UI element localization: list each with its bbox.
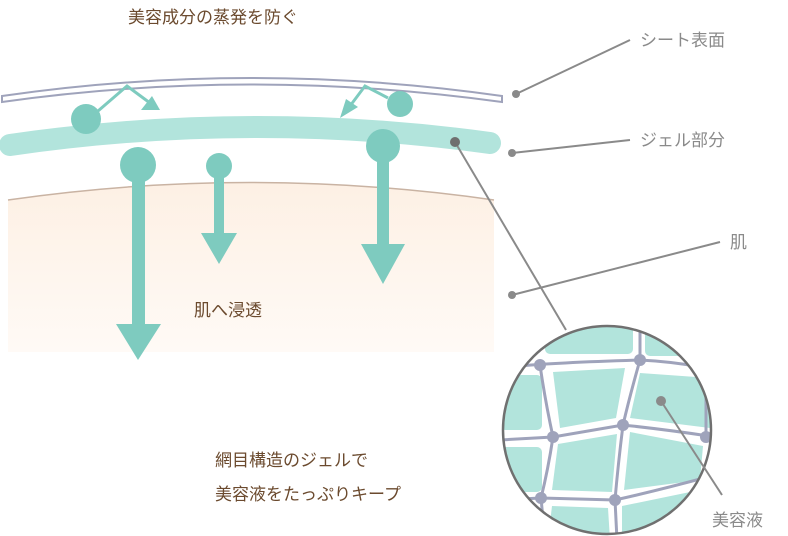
penetration-arrow-small	[201, 153, 237, 264]
caption-line-2: 美容液をたっぷりキープ	[215, 485, 401, 505]
penetration-text: 肌へ浸透	[194, 301, 262, 321]
evaporation-arrow-left	[71, 84, 160, 134]
label-skin: 肌	[730, 233, 747, 253]
label-gel-part: ジェル部分	[640, 131, 725, 151]
leader-lines	[450, 39, 721, 331]
evaporation-arrow-right	[340, 84, 413, 118]
skin-layer	[8, 182, 494, 352]
label-sheet-surface: シート表面	[640, 31, 725, 51]
sheet-surface	[0, 77, 503, 104]
label-serum: 美容液	[712, 511, 763, 531]
magnified-gel-network	[501, 324, 723, 536]
title-text: 美容成分の蒸発を防ぐ	[128, 8, 298, 28]
skin-surface-line	[7, 181, 495, 201]
gel-layer	[0, 116, 501, 156]
caption-line-1: 網目構造のジェルで	[215, 451, 368, 471]
penetration-arrow-large	[116, 147, 161, 360]
penetration-arrow-medium	[361, 129, 405, 284]
